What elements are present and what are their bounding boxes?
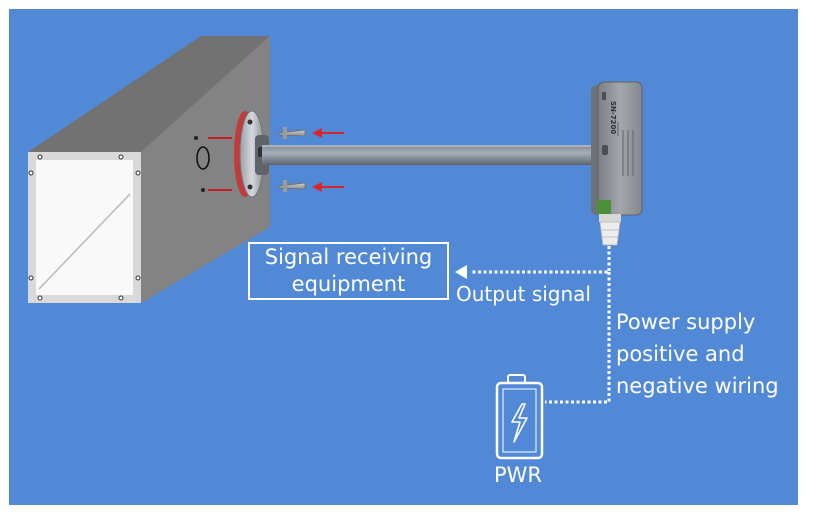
- transmitter-housing: SN-7200: [591, 81, 643, 216]
- sensor-model-text: SN-7200: [609, 101, 617, 134]
- output-signal-line: [455, 246, 611, 279]
- power-label-line-3: negative wiring: [616, 374, 779, 398]
- screw-icon: [278, 127, 306, 139]
- mounting-holes: [194, 136, 232, 192]
- red-arrow-top: [312, 128, 344, 138]
- duct-top-face: [28, 36, 270, 152]
- signal-receiving-box: Signal receiving equipment: [248, 242, 449, 300]
- output-signal-label: Output signal: [456, 282, 591, 306]
- duct-front-face: [36, 160, 133, 295]
- signal-box-line-1: Signal receiving: [264, 245, 433, 269]
- power-wiring-line: [545, 272, 611, 404]
- duct-frame-rivets: [28, 154, 141, 301]
- air-duct: [28, 36, 270, 303]
- power-supply-label: Power supply positive and negative wirin…: [616, 306, 779, 402]
- red-arrow-bottom: [312, 182, 344, 192]
- duct-diagonal: [38, 193, 131, 290]
- power-label-line-1: Power supply: [616, 310, 756, 334]
- battery-label: PWR: [494, 463, 543, 487]
- probe-hole: [196, 146, 210, 170]
- cable-gland: [599, 214, 621, 246]
- signal-box-line-2: equipment: [291, 272, 406, 296]
- sensor-probe: [262, 145, 592, 165]
- lightning-icon: [511, 403, 528, 443]
- screw-icon: [278, 180, 306, 192]
- battery-icon: [495, 374, 544, 460]
- output-arrow-head: [455, 265, 467, 279]
- power-label-line-2: positive and: [616, 342, 745, 366]
- duct-side-face: [141, 36, 270, 303]
- housing-label-lines: [617, 122, 634, 176]
